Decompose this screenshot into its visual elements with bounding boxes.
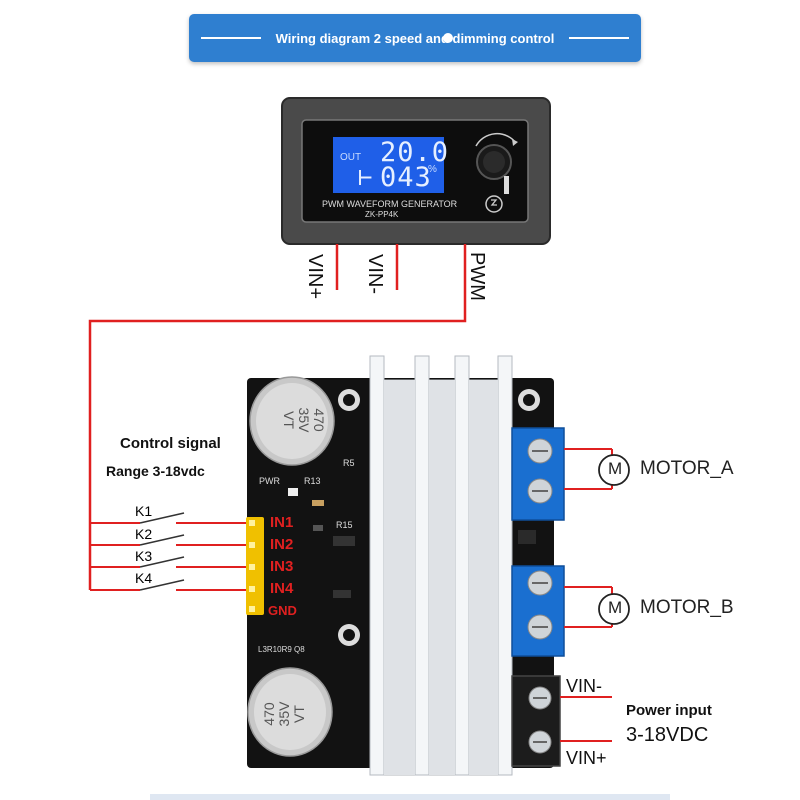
cap-top-voltage: 35V (296, 407, 312, 433)
power-input-title: Power input (626, 702, 712, 719)
input-header (246, 517, 264, 615)
banner-line-right (569, 37, 629, 39)
motor-a-icon (598, 454, 630, 486)
capacitor-bottom (247, 667, 333, 757)
power-vin-minus-label: VIN- (566, 676, 602, 696)
title-banner: Wiring diagram 2 speed and dimming contr… (189, 14, 763, 62)
switch-k4-label: K4 (135, 570, 153, 586)
driver-board (246, 355, 565, 776)
pin-in1-label: IN1 (270, 514, 294, 531)
power-input-range: 3-18VDC (626, 724, 709, 746)
switch-k2-label: K2 (135, 526, 153, 542)
bottom-strip (150, 794, 670, 800)
pin-in2-label: IN2 (270, 536, 294, 553)
banner-title: Wiring diagram 2 speed and dimming contr… (275, 30, 555, 46)
switch-k1-label: K1 (135, 503, 153, 519)
cap-top-value: 470 (311, 408, 327, 432)
lcd-duty: 043 (380, 162, 432, 193)
capacitor-bottom-text: 470 35V VT (261, 684, 307, 744)
bottom-silkscreen: L3R10R9 Q8 (258, 645, 305, 654)
switch-levers (139, 512, 185, 591)
pin-gnd-label: GND (268, 603, 297, 618)
motor-a-symbol: M (608, 459, 623, 478)
wire-label-vin-plus: VIN+ (304, 254, 326, 300)
banner-dot-right (753, 33, 763, 43)
motor-b-icon (598, 593, 630, 625)
generator-model: ZK-PP4K (365, 210, 399, 219)
banner-dot-left (443, 33, 453, 43)
control-signal-title: Control signal (120, 435, 221, 452)
pwr-label: PWR (259, 476, 280, 486)
heatsink (369, 355, 513, 776)
output-wires (560, 448, 613, 742)
wire-label-pwm: PWM (466, 252, 488, 301)
motor-symbols (598, 454, 630, 625)
cap-bottom-series: VT (291, 705, 307, 723)
motor-a-label: MOTOR_A (640, 458, 734, 479)
lcd-unit: % (428, 164, 437, 175)
motor-a-terminal (511, 427, 565, 521)
generator-name: PWM WAVEFORM GENERATOR (322, 199, 458, 209)
motor-b-symbol: M (608, 598, 623, 617)
r13-label: R13 (304, 476, 321, 486)
motor-b-terminal (511, 565, 565, 657)
lcd-out-label: OUT (340, 152, 362, 163)
motor-b-label: MOTOR_B (640, 597, 734, 618)
generator-wires (88, 244, 467, 590)
cap-bottom-value: 470 (261, 702, 277, 726)
capacitor-top-text: 470 35V VT (281, 390, 327, 450)
control-signal-range: Range 3-18vdc (106, 463, 205, 479)
power-terminal (511, 675, 561, 767)
cap-bottom-voltage: 35V (276, 701, 292, 727)
r15-label: R15 (336, 520, 353, 530)
cap-top-series: VT (281, 411, 297, 429)
power-vin-plus-label: VIN+ (566, 748, 607, 768)
pwm-generator-module (281, 97, 551, 245)
pin-in3-label: IN3 (270, 558, 294, 575)
lcd-screen (333, 137, 444, 193)
power-button-icon[interactable] (485, 195, 503, 213)
switch-k3-label: K3 (135, 548, 153, 564)
lcd-duty-prefix: ⊢ (358, 163, 373, 191)
banner-line-left (201, 37, 261, 39)
switch-wires (90, 522, 248, 591)
r5-label: R5 (343, 458, 355, 468)
pin-in4-label: IN4 (270, 580, 294, 597)
wire-label-vin-minus: VIN- (364, 254, 386, 294)
lcd-frequency: 20.0 (380, 137, 450, 168)
capacitor-top (249, 376, 335, 466)
